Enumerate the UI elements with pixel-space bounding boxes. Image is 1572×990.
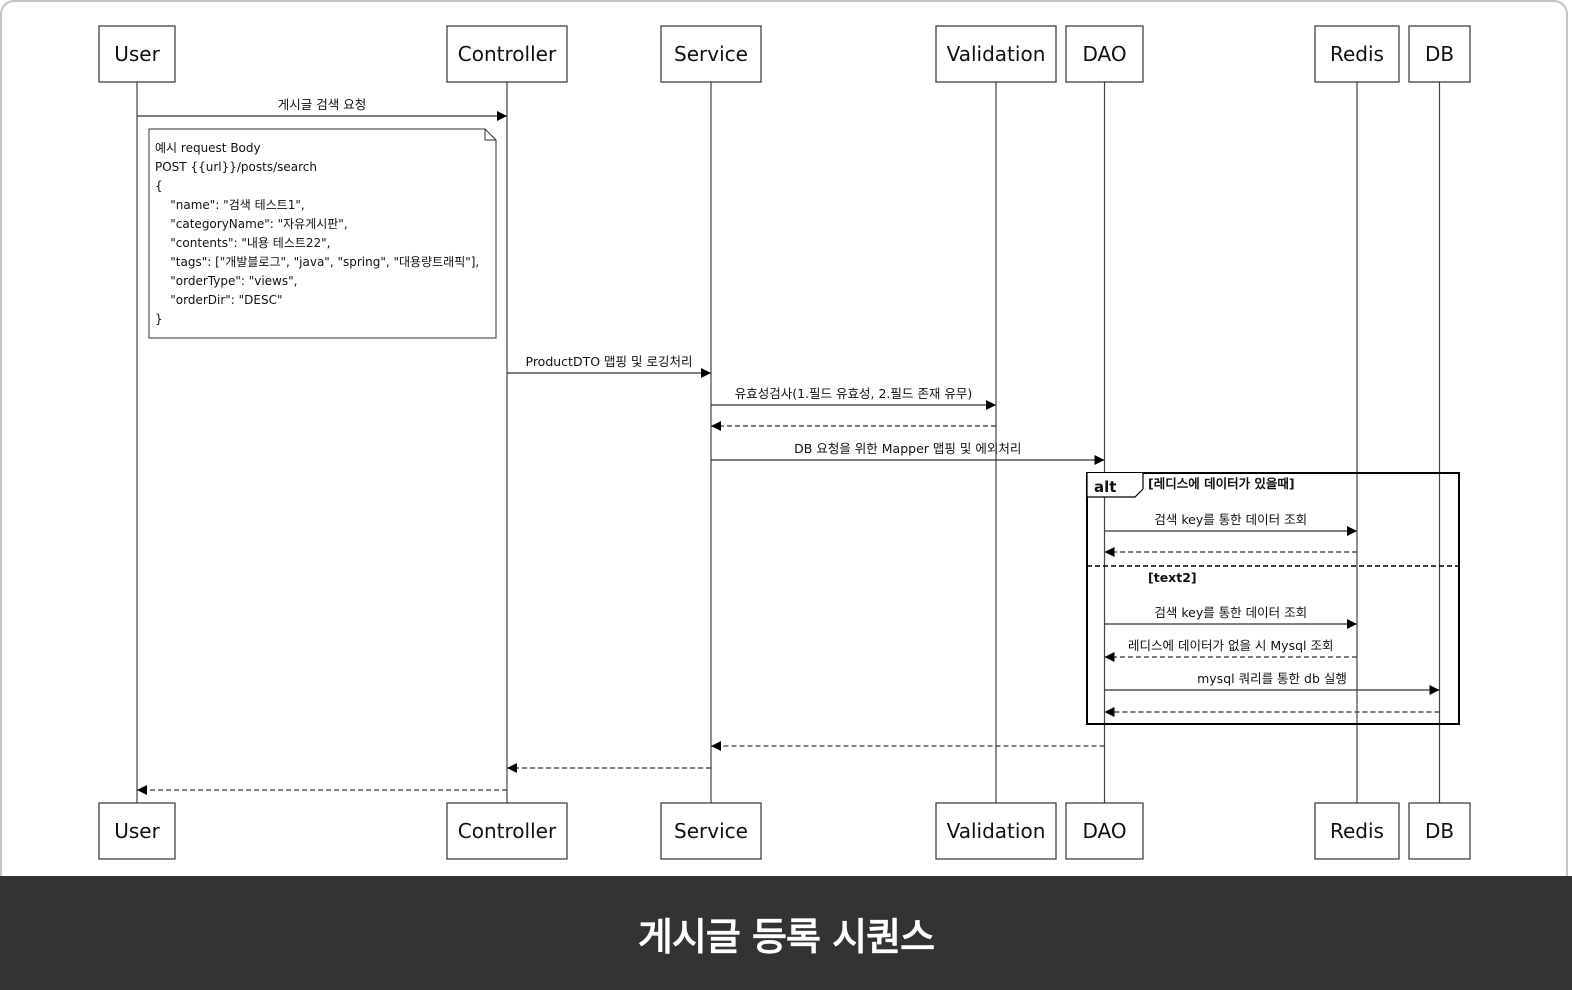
participant-label: Redis (1330, 819, 1384, 843)
message: 유효성검사(1.필드 유효성, 2.필드 존재 유무) (711, 386, 996, 410)
note-line: "categoryName": "자유게시판", (155, 217, 348, 231)
participant-label: Validation (947, 819, 1046, 843)
participant-label: DB (1425, 42, 1454, 66)
participant-db-bottom: DB (1408, 802, 1471, 860)
participant-label: Validation (947, 42, 1046, 66)
participant-label: DAO (1082, 819, 1126, 843)
message-label: 게시글 검색 요청 (278, 97, 366, 112)
note-line: POST {{url}}/posts/search (155, 160, 317, 174)
note-line: "orderType": "views", (155, 274, 297, 288)
message: 게시글 검색 요청 (137, 97, 507, 121)
participant-label: Controller (458, 819, 557, 843)
participant-redis-top: Redis (1314, 25, 1400, 83)
participant-user-top: User (98, 25, 176, 83)
note-line: "orderDir": "DESC" (155, 293, 283, 307)
return-message: 레디스에 데이터가 없을 시 Mysql 조회 (1104, 638, 1357, 662)
message: 검색 key를 통한 데이터 조회 (1104, 512, 1357, 536)
message: DB 요청을 위한 Mapper 맵핑 및 에외처리 (711, 441, 1105, 465)
diagram-caption: 게시글 등록 시퀀스 (637, 914, 935, 959)
note-line: { (155, 179, 163, 193)
participant-validation-top: Validation (935, 25, 1057, 83)
message: 검색 key를 통한 데이터 조회 (1104, 605, 1357, 629)
participant-controller-bottom: Controller (446, 802, 568, 860)
alt-keyword: alt (1094, 478, 1116, 496)
participant-label: Service (674, 819, 748, 843)
participant-dao-bottom: DAO (1065, 802, 1144, 860)
message-label: mysql 쿼리를 통한 db 실행 (1197, 671, 1347, 686)
participant-user-bottom: User (98, 802, 176, 860)
participant-label: User (114, 42, 160, 66)
participant-service-bottom: Service (660, 802, 762, 860)
participant-service-top: Service (660, 25, 762, 83)
participant-controller-top: Controller (446, 25, 568, 83)
participant-db-top: DB (1408, 25, 1471, 83)
note-line: "contents": "내용 테스트22", (155, 236, 331, 250)
alt-fragment: alt [레디스에 데이터가 있을때] [text2] (1086, 472, 1460, 725)
message: mysql 쿼리를 통한 db 실행 (1104, 671, 1440, 695)
participant-label: User (114, 819, 160, 843)
participant-validation-bottom: Validation (935, 802, 1057, 860)
participant-label: DAO (1082, 42, 1126, 66)
note-line: "tags": ["개발블로그", "java", "spring", "대용량… (155, 255, 479, 269)
participant-label: Service (674, 42, 748, 66)
message-label: 유효성검사(1.필드 유효성, 2.필드 존재 유무) (735, 386, 972, 401)
message-label: 레디스에 데이터가 없을 시 Mysql 조회 (1128, 638, 1333, 653)
message-label: 검색 key를 통한 데이터 조회 (1154, 605, 1307, 620)
message-label: ProductDTO 맵핑 및 로깅처리 (526, 354, 693, 369)
request-body-note: 예시 request Body POST {{url}}/posts/searc… (148, 128, 497, 339)
note-line: } (155, 312, 163, 326)
caption-bar: 게시글 등록 시퀀스 (0, 876, 1572, 990)
participant-redis-bottom: Redis (1314, 802, 1400, 860)
note-line: "name": "검색 테스트1", (155, 198, 305, 212)
participant-label: DB (1425, 819, 1454, 843)
participant-label: Controller (458, 42, 557, 66)
alt-condition-1: [레디스에 데이터가 있을때] (1148, 476, 1295, 491)
participant-label: Redis (1330, 42, 1384, 66)
participant-dao-top: DAO (1065, 25, 1144, 83)
message-label: 검색 key를 통한 데이터 조회 (1154, 512, 1307, 527)
note-line: 예시 request Body (155, 141, 261, 155)
alt-condition-2: [text2] (1148, 570, 1197, 585)
message-label: DB 요청을 위한 Mapper 맵핑 및 에외처리 (794, 441, 1021, 456)
message: ProductDTO 맵핑 및 로깅처리 (507, 354, 711, 378)
